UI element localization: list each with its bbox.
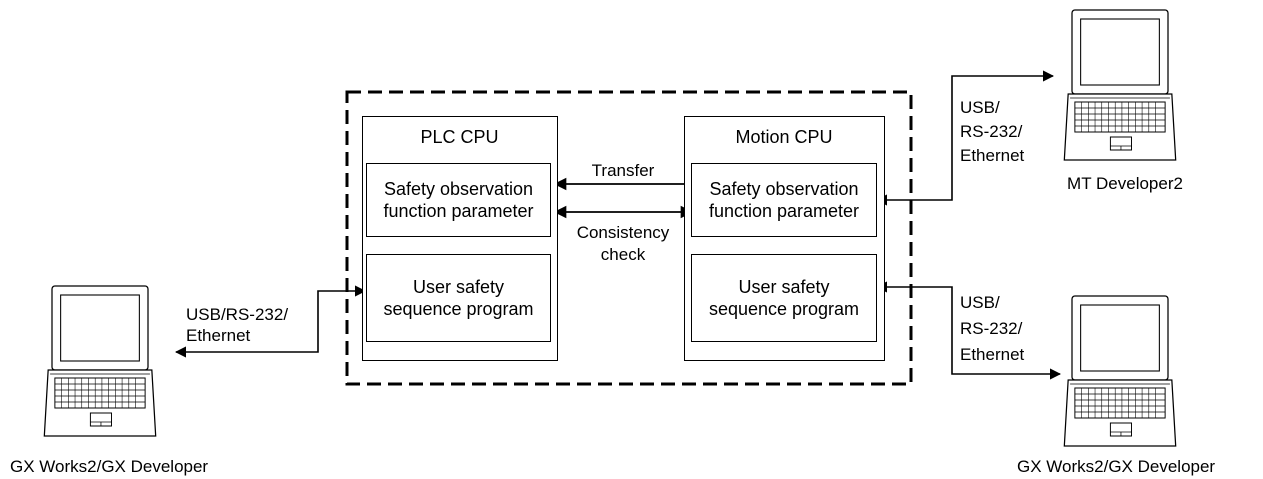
right-bottom-computer-label: GX Works2/GX Developer: [1017, 457, 1216, 476]
consistency-label-line2: check: [600, 245, 646, 264]
right-top-connection-label-line1: USB/: [960, 98, 1000, 117]
left-computer-icon: [43, 285, 157, 437]
right-bottom-connection-label-line1: USB/: [960, 293, 1000, 312]
left-computer-label: GX Works2/GX Developer: [10, 457, 209, 476]
left-connection-label-line2: Ethernet: [186, 326, 251, 345]
motion-program-line1: User safety: [738, 277, 830, 297]
plc-program-line2: sequence program: [383, 299, 534, 319]
right-bottom-connection-line: [875, 281, 1062, 380]
left-connection-line: [174, 285, 367, 358]
plc-param-line1: Safety observation: [383, 179, 534, 199]
right-top-computer-icon: [1063, 9, 1177, 161]
right-bottom-computer-icon: [1063, 295, 1177, 447]
motion-program-box: User safety sequence program: [691, 254, 877, 342]
motion-param-line2: function parameter: [708, 201, 860, 221]
transfer-label: Transfer: [591, 161, 655, 180]
motion-param-box: Safety observation function parameter: [691, 163, 877, 237]
right-bottom-connection-label-line3: Ethernet: [960, 345, 1025, 364]
plc-param-box: Safety observation function parameter: [366, 163, 551, 237]
plc-program-line1: User safety: [412, 277, 505, 297]
plc-cpu-title: PLC CPU: [420, 127, 499, 147]
plc-param-line2: function parameter: [383, 201, 534, 221]
right-top-connection-label-line2: RS-232/: [960, 122, 1023, 141]
motion-program-line2: sequence program: [708, 299, 860, 319]
right-top-connection-line: [875, 70, 1055, 206]
right-top-connection-label-line3: Ethernet: [960, 146, 1025, 165]
consistency-label-line1: Consistency: [576, 223, 670, 242]
left-connection-label-line1: USB/RS-232/: [186, 305, 289, 324]
right-top-computer-label: MT Developer2: [1067, 174, 1183, 193]
plc-program-box: User safety sequence program: [366, 254, 551, 342]
motion-cpu-title: Motion CPU: [735, 127, 833, 147]
safety-boundary: [345, 90, 913, 386]
right-bottom-connection-label-line2: RS-232/: [960, 319, 1023, 338]
motion-param-line1: Safety observation: [709, 179, 859, 199]
